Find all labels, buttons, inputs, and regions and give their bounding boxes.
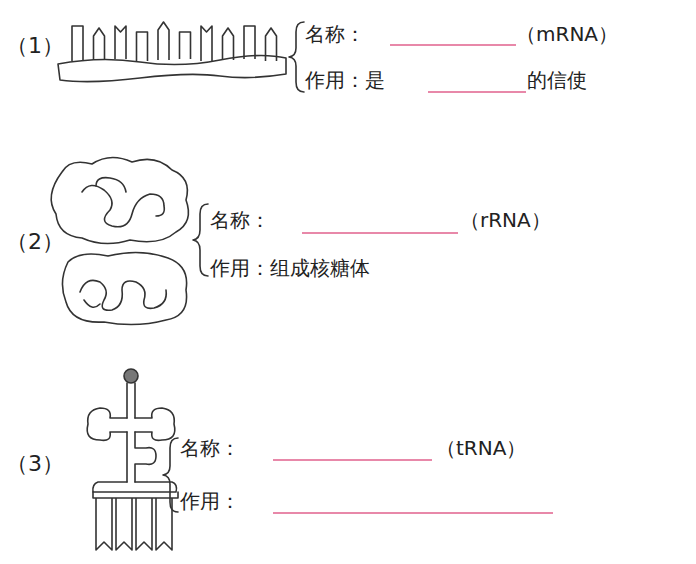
mrna-tooth [115, 26, 126, 59]
mrna-figure [58, 55, 286, 81]
anticodon-tooth [136, 498, 152, 550]
field-label: 名称： [210, 208, 270, 232]
field-label: 名称： [180, 436, 240, 460]
field-label: 作用： [180, 489, 240, 513]
rna-abbrev: （rRNA） [460, 208, 551, 232]
mrna-tooth [266, 28, 277, 61]
mrna-tooth [180, 32, 191, 59]
item-number: （3） [6, 452, 64, 476]
rna-abbrev: （tRNA） [436, 436, 526, 460]
trna-figure [87, 383, 178, 498]
amino-acid [124, 369, 138, 383]
rna-abbrev: （mRNA） [516, 22, 618, 46]
mrna-tooth [201, 26, 212, 61]
field-label: 作用：是 [305, 68, 385, 92]
anticodon-tooth [96, 498, 112, 550]
brace [289, 22, 304, 92]
anticodon-tooth [156, 498, 172, 550]
mrna-tooth [137, 32, 148, 61]
ribosome-figure [51, 157, 188, 324]
brace [163, 438, 178, 512]
field-label: 名称： [305, 22, 365, 46]
mrna-tooth [72, 26, 83, 61]
mrna-tooth [244, 26, 255, 59]
mrna-tooth [223, 28, 234, 60]
anticodon-tooth [116, 498, 132, 550]
field-label: 作用：组成核糖体 [210, 256, 370, 280]
mrna-tooth [158, 22, 169, 60]
item-number: （2） [6, 230, 64, 254]
brace [193, 204, 208, 276]
field-label: 的信使 [527, 68, 587, 92]
item-number: （1） [6, 34, 64, 58]
mrna-tooth [94, 28, 105, 60]
